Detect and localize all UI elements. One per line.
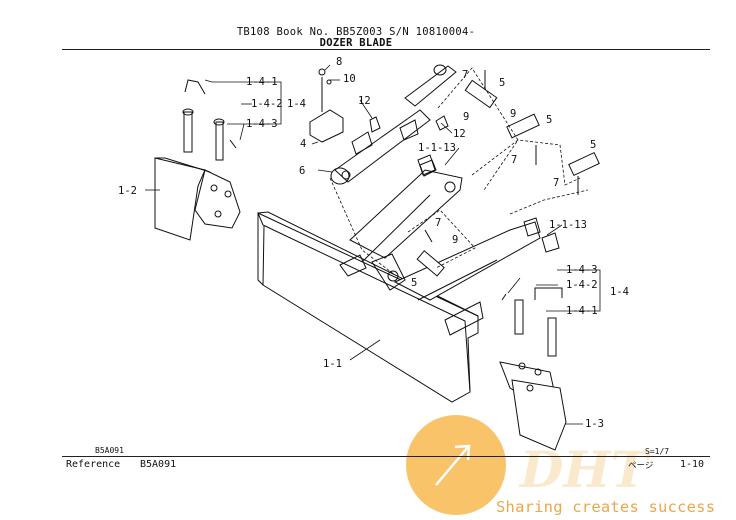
callout-5-a: 5 (499, 77, 505, 89)
reference-label: Reference (66, 459, 121, 470)
footer-rule (62, 456, 710, 457)
callouts: 8 10 12 12 4 6 1-4-1 1-4-2 1-4 1-4-3 1-2… (118, 56, 629, 430)
header-rule (62, 49, 710, 50)
callout-5-d: 5 (411, 277, 417, 289)
callout-5-c: 5 (590, 139, 596, 151)
callout-1-4-right: 1-4 (610, 286, 629, 298)
callout-5-b: 5 (546, 114, 552, 126)
page-number: 1-10 (680, 459, 705, 470)
callout-1-4-3-right: 1-4-3 (566, 264, 598, 276)
callout-8: 8 (336, 56, 342, 68)
figure-code: B5A091 (95, 446, 124, 455)
callout-1-4-1-right: 1-4-1 (566, 305, 598, 317)
callout-4: 4 (300, 138, 306, 150)
callout-7-a: 7 (462, 69, 468, 81)
end-bit-1-3 (499, 361, 567, 451)
callout-1-4-2-right: 1-4-2 (566, 279, 598, 291)
frame-1-1 (339, 159, 541, 336)
callout-1-4-2-left: 1-4-2 (251, 98, 283, 110)
callout-1-4-1-left: 1-4-1 (246, 76, 278, 88)
pin-set-1-4-right (501, 287, 563, 357)
end-bit-1-2 (154, 157, 241, 241)
sheet-number: S=1/7 (645, 447, 670, 456)
callout-9-b: 9 (510, 108, 516, 120)
page-word: ページ (628, 461, 654, 471)
callout-7-b: 7 (511, 154, 517, 166)
book-header: TB108 Book No. BB5Z003 S/N 10810004- (236, 26, 476, 38)
pin-set-1-4-left (182, 79, 237, 161)
callout-7-c: 7 (553, 177, 559, 189)
callout-6: 6 (299, 165, 305, 177)
callout-1-3: 1-3 (585, 418, 604, 430)
cylinder-6 (330, 64, 457, 185)
callout-1-1: 1-1 (323, 358, 342, 370)
callout-1-4-3-left: 1-4-3 (246, 118, 278, 130)
callout-1-4-left: 1-4 (287, 98, 306, 110)
bracket-4 (309, 68, 449, 143)
callout-9-a: 9 (463, 111, 469, 123)
callout-10: 10 (343, 73, 356, 85)
svg-text:DHT: DHT (518, 440, 652, 499)
callout-12-a: 12 (358, 95, 371, 107)
callout-1-1-13-right: 1-1-13 (549, 219, 587, 231)
callout-12-b: 12 (453, 128, 466, 140)
page-title: DOZER BLADE (319, 37, 393, 49)
watermark-slogan: Sharing creates success (496, 498, 716, 516)
watermark-logo: DHT (406, 415, 652, 515)
callout-1-1-13-top: 1-1-13 (418, 142, 456, 154)
pins-5-right (416, 70, 600, 277)
callout-9-d: 9 (452, 234, 458, 246)
callout-7-d: 7 (435, 217, 441, 229)
leader-lines (145, 64, 601, 425)
callout-1-2: 1-2 (118, 185, 137, 197)
reference-code: B5A091 (140, 459, 177, 470)
